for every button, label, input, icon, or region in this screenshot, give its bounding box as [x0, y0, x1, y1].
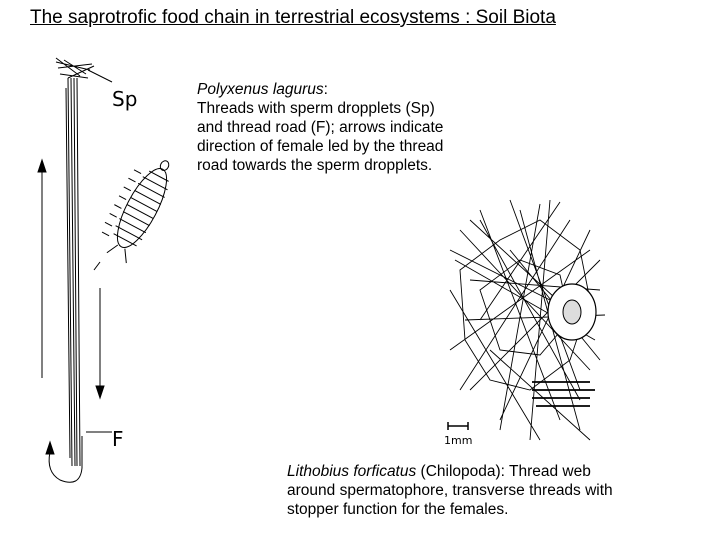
lithobius-caption-line-3: stopper function for the females.: [287, 501, 509, 518]
slide-title: The saprotrofic food chain in terrestria…: [30, 7, 556, 28]
scale-bar-label: 1mm: [444, 434, 472, 447]
polyxenus-caption-line-1: Threads with sperm dropplets (Sp): [197, 100, 435, 117]
lithobius-caption-line-1: (Chilopoda): Thread web: [416, 463, 591, 480]
polyxenus-thread-illustration: Sp F: [37, 57, 170, 483]
polyxenus-species-colon: :: [323, 81, 328, 98]
polyxenus-caption: Polyxenus lagurus: Threads with sperm dr…: [197, 80, 497, 175]
polyxenus-species-name: Polyxenus lagurus: [197, 81, 324, 98]
polyxenus-caption-line-2: and thread road (F); arrows indicate: [197, 119, 444, 136]
label-f: F: [112, 427, 124, 451]
lithobius-caption: Lithobius forficatus (Chilopoda): Thread…: [287, 462, 707, 519]
spermatophore-core: [562, 299, 582, 325]
lithobius-web-illustration: 1mm: [444, 199, 606, 447]
polyxenus-caption-line-3: direction of female led by the thread: [197, 138, 444, 155]
label-sp: Sp: [112, 87, 137, 111]
lithobius-caption-line-2: around spermatophore, transverse threads…: [287, 482, 613, 499]
polyxenus-caption-line-4: road towards the sperm dropplets.: [197, 157, 433, 174]
lithobius-species-name: Lithobius forficatus: [287, 463, 417, 480]
